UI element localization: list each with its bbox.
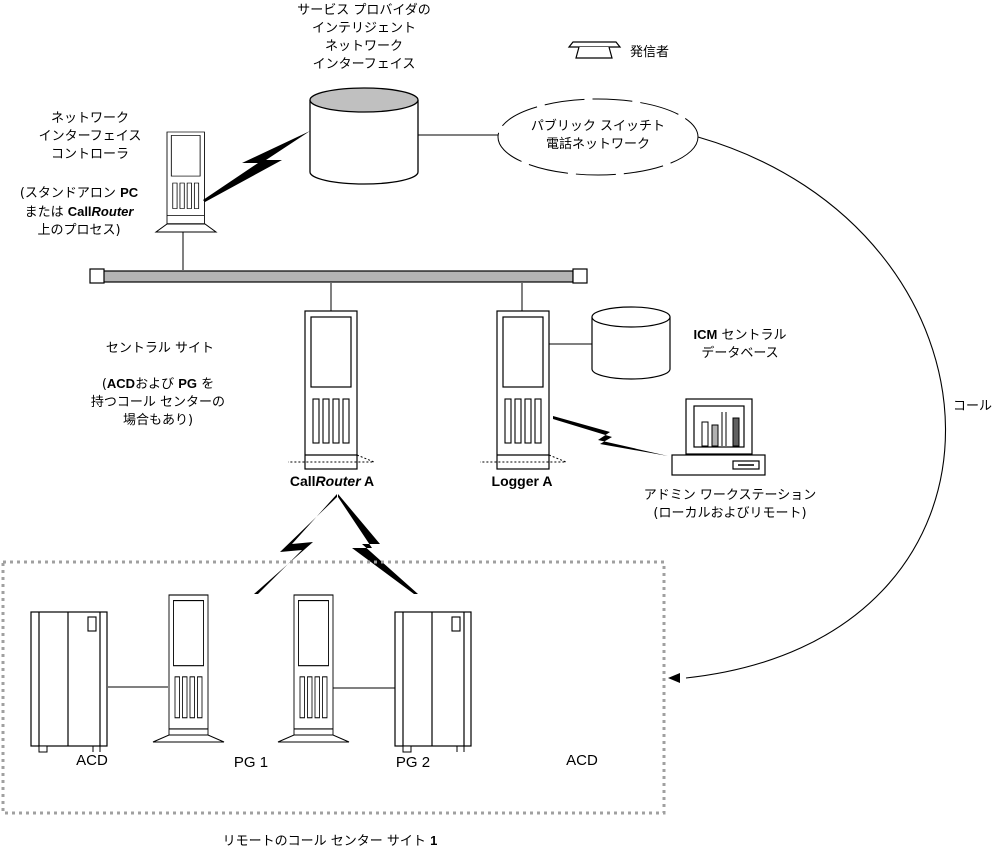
acd-right-label: ACD — [566, 752, 598, 769]
central-site-label: セントラル サイト — [105, 341, 215, 356]
arrow-head-icon — [668, 673, 680, 683]
pg2-label: PG 2 — [395, 754, 431, 771]
pg2-server-icon — [293, 594, 334, 743]
admin-ws-label: アドミン ワークステーション (ローカルおよびリモート) — [643, 488, 817, 521]
call-arc — [685, 136, 947, 679]
nic-label: ネットワーク インターフェイス コントローラ — [38, 111, 142, 162]
nic-server-icon — [166, 131, 205, 225]
admin-workstation-icon — [671, 398, 766, 476]
pstn-label: パブリック スイッチト 電話ネットワーク — [530, 119, 666, 152]
callrouter-server-icon — [304, 310, 358, 470]
pg1-server-icon — [168, 594, 209, 743]
icm-database-icon — [591, 306, 671, 380]
central-site-note: (ACDおよび PG を 持つコール センターの 場合もあり) — [90, 376, 226, 428]
inif-label: サービス プロバイダの インテリジェント ネットワーク インターフェイス — [297, 3, 431, 72]
acd-left-icon — [30, 611, 108, 753]
acd-right-icon — [394, 611, 472, 753]
callrouter-label: CallRouter A — [289, 473, 375, 489]
pg1-label: PG 1 — [233, 754, 269, 771]
logger-label: Logger A — [491, 473, 553, 489]
inif-database-icon — [309, 87, 419, 185]
logger-server-icon — [496, 310, 550, 470]
nic-note: (スタンドアロン PC または CallRouter 上のプロセス) — [19, 185, 139, 238]
remote-site-boundary — [1, 560, 666, 815]
lightning-icon — [254, 494, 337, 594]
phone-icon — [567, 41, 622, 59]
remote-site-label: リモートのコール センター サイト 1 — [222, 833, 438, 849]
lightning-icon — [203, 131, 310, 202]
icm-db-label: ICM セントラル データベース — [693, 327, 787, 361]
call-label: コール — [953, 399, 993, 414]
acd-left-label: ACD — [76, 752, 108, 769]
lightning-icon — [553, 416, 668, 456]
lan-bus — [89, 268, 588, 284]
lightning-icon — [338, 494, 418, 594]
caller-label: 発信者 — [630, 45, 670, 60]
